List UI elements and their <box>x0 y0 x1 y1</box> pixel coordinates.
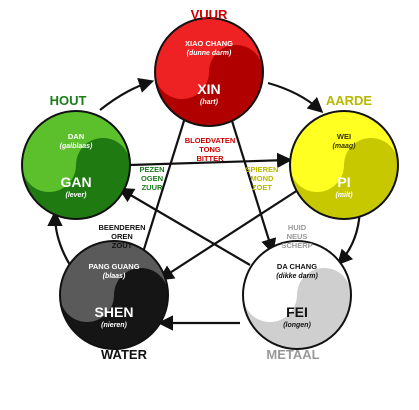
water-lower-sub-label: (nieren) <box>101 322 127 329</box>
arrow-water-to-fire <box>138 103 193 263</box>
metal-circle-yin-half <box>243 268 351 349</box>
arrow-wood-to-fire <box>99 78 155 111</box>
association-wood-1: PEZEN <box>139 165 164 174</box>
earth-circle-yin-half <box>290 138 398 219</box>
association-fire-2: TONG <box>199 145 221 154</box>
arrow-earth-to-water <box>158 189 299 281</box>
wood-lower-sub-label: (lever) <box>65 192 87 199</box>
fire-upper-label: XIAO CHANG <box>185 39 233 48</box>
wood-lower-label: GAN <box>60 174 91 190</box>
association-earth-3: ZOET <box>252 183 272 192</box>
wood-upper-sub-label: (galblaas) <box>60 143 93 150</box>
fire-lower-sub-label: (hart) <box>200 99 219 106</box>
arrow-fire-to-metal <box>226 107 277 255</box>
element-name-earth: AARDE <box>326 93 373 108</box>
fire-upper-sub-label: (dunne darm) <box>187 50 232 57</box>
fire-circle-yin-half <box>155 45 263 126</box>
water-upper-label: PANG GUANG <box>88 262 139 271</box>
earth-upper-label: WEI <box>337 132 351 141</box>
element-metal: DA CHANG (dikke darm) FEI (longen) <box>242 240 352 350</box>
association-wood-3: ZUUR <box>142 183 163 192</box>
earth-lower-sub-label: (milt) <box>335 192 353 199</box>
earth-lower-label: PI <box>337 174 350 190</box>
association-wood-2: OGEN <box>141 174 163 183</box>
element-name-wood: HOUT <box>50 93 87 108</box>
element-wood: DAN (galblaas) GAN (lever) <box>21 110 131 220</box>
association-metal-1: HUID <box>288 223 307 232</box>
controlling-cycle-arrows <box>118 103 299 281</box>
wood-upper-label: DAN <box>68 132 84 141</box>
element-name-metal: METAAL <box>266 347 319 362</box>
fire-lower-label: XIN <box>197 81 220 97</box>
associations-wood: PEZEN OGEN ZUUR <box>139 165 164 192</box>
associations-earth: SPIEREN MOND ZOET <box>246 165 279 192</box>
association-water-2: OREN <box>111 232 133 241</box>
associations-water: BEENDEREN OREN ZOUT <box>98 223 145 250</box>
fire-circle-outline <box>154 17 264 127</box>
water-circle-outline <box>59 240 169 350</box>
associations-fire: BLOEDVATEN TONG BITTER <box>185 136 236 163</box>
association-earth-2: MOND <box>251 174 274 183</box>
water-circle-yin-half <box>60 268 168 349</box>
metal-lower-sub-label: (longen) <box>283 322 311 329</box>
association-fire-1: BLOEDVATEN <box>185 136 236 145</box>
element-water: PANG GUANG (blaas) SHEN (nieren) <box>59 240 169 350</box>
water-upper-sub-label: (blaas) <box>103 273 126 280</box>
arrow-water-to-wood <box>47 210 71 266</box>
metal-circle-outline <box>242 240 352 350</box>
element-earth: WEI (maag) PI (milt) <box>289 110 399 220</box>
arrow-metal-to-wood <box>118 187 251 266</box>
metal-lower-label: FEI <box>286 304 308 320</box>
element-name-fire: VUUR <box>191 7 228 22</box>
element-name-water: WATER <box>101 347 148 362</box>
association-water-3: ZOUT <box>112 241 133 250</box>
arrow-wood-to-earth <box>129 152 293 169</box>
metal-upper-sub-label: (dikke darm) <box>276 273 318 280</box>
associations-metal: HUID NEUS SCHERP <box>281 223 312 250</box>
association-metal-2: NEUS <box>287 232 308 241</box>
metal-upper-label: DA CHANG <box>277 262 317 271</box>
earth-upper-sub-label: (maag) <box>333 143 357 150</box>
association-earth-1: SPIEREN <box>246 165 279 174</box>
wood-circle-outline <box>21 110 131 220</box>
element-fire: XIAO CHANG (dunne darm) XIN (hart) <box>154 17 264 127</box>
arrow-fire-to-earth <box>267 81 324 113</box>
association-water-1: BEENDEREN <box>98 223 145 232</box>
association-metal-3: SCHERP <box>281 241 312 250</box>
association-fire-3: BITTER <box>196 154 224 163</box>
wood-circle-yin-half <box>22 138 130 219</box>
water-lower-label: SHEN <box>95 304 134 320</box>
earth-circle-outline <box>289 110 399 220</box>
